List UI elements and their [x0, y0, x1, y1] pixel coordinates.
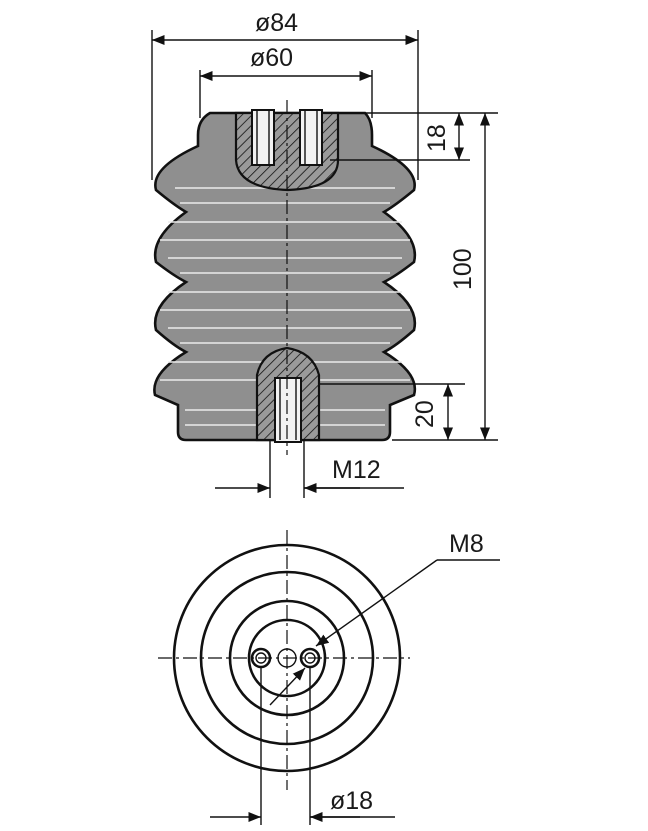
outer-circle [172, 543, 402, 773]
leader-m8: M8 [315, 530, 500, 647]
top-view: M8 ø18 [158, 530, 500, 825]
dimension-m12: M12 [215, 440, 404, 498]
side-view: ø84 ø60 18 100 20 [151, 9, 498, 498]
label-100: 100 [449, 248, 477, 290]
label-d18: ø18 [330, 787, 373, 815]
dimension-d84: ø84 [151, 9, 419, 180]
label-d84: ø84 [255, 9, 298, 37]
dimension-100: 100 [392, 113, 498, 441]
bottom-threaded-hole [274, 377, 302, 443]
insert-circle [247, 618, 327, 698]
label-m12: M12 [332, 456, 381, 484]
label-m8: M8 [449, 530, 484, 558]
body-ribs [160, 187, 410, 426]
dimension-18: 18 [330, 112, 498, 161]
dimension-d18: ø18 [210, 667, 395, 825]
top-threaded-holes [251, 109, 323, 166]
dimension-20: 20 [320, 383, 465, 440]
dimension-d60: ø60 [199, 44, 373, 118]
label-18: 18 [423, 124, 451, 152]
label-20: 20 [411, 400, 439, 428]
label-d60: ø60 [250, 44, 293, 72]
insulator-body [153, 111, 417, 442]
